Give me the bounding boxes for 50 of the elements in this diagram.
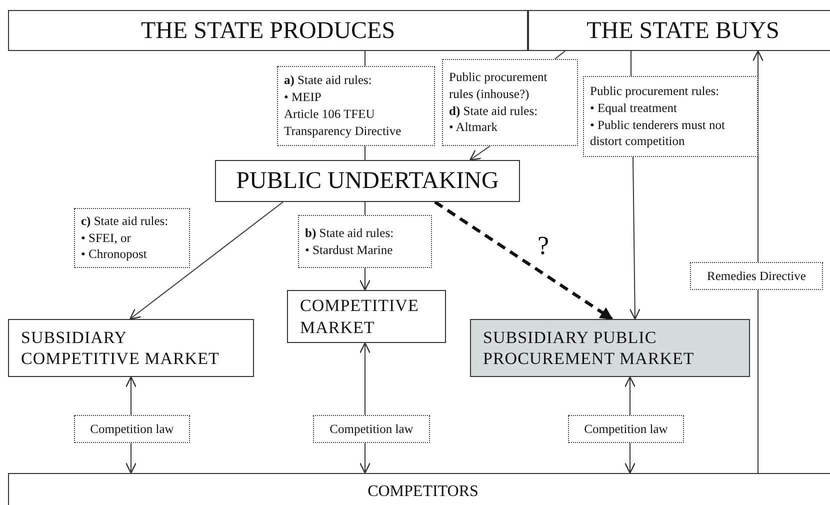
arrow [624,376,636,416]
arrow [359,442,371,474]
box-label: THE STATE BUYS [586,16,780,46]
rule-text: Public procurement rules (inhouse?) [449,68,548,102]
rule-text: Public procurement rules: [590,82,720,100]
rule-text: • Altmark [449,119,498,136]
arrow [624,442,636,474]
arrow [359,342,371,416]
process-box [528,10,830,51]
process-box [215,160,520,202]
box-label: SUBSIDIARY PUBLIC PROCUREMENT MARKET [483,326,696,370]
process-box [8,10,528,51]
rule-text: • Public tenderers must not distort competition [590,116,726,150]
rule-text: Competition law [330,420,414,438]
rule-text: d) State aid rules: [449,102,538,120]
connector-line [364,146,366,160]
process-box [470,319,750,377]
arrow [125,376,137,416]
rule-text: • Chronopost [81,246,147,264]
process-box [8,473,830,505]
connector-line [554,50,566,60]
connector-line [630,50,632,76]
arrow [629,156,640,320]
connector-line [364,202,366,216]
box-label: THE STATE PRODUCES [140,16,396,46]
box-label: COMPETITIVE MARKET [300,295,420,338]
rule-text: • SFEI, or [81,230,131,246]
arrow [469,146,490,161]
arrow [125,442,137,474]
rule-text: • Stardust Marine [305,242,393,258]
process-box [287,290,446,343]
rule-text: Competition law [90,420,174,438]
box-label: COMPETITORS [368,482,478,502]
dashed-arrow [434,200,614,320]
process-box [8,319,254,377]
box-label: SUBSIDIARY COMPETITIVE MARKET [21,326,220,370]
rule-text: a) State aid rules: [284,72,372,90]
box-label: PUBLIC UNDERTAKING [236,167,499,196]
rule-text: b) State aid rules: [305,224,394,242]
rule-text: • Equal treatment [590,100,677,116]
arrow [359,268,371,291]
arrow [129,202,284,320]
rule-text: Article 106 TFEU [284,106,375,123]
rule-text: Competition law [584,420,668,438]
arrow [752,50,764,262]
rule-text: Transparency Directive [284,122,402,140]
rule-text: c) State aid rules: [81,212,168,230]
rule-text: • MEIP [284,89,322,106]
connector-line [364,50,366,66]
rule-text: Remedies Directive [707,268,806,284]
